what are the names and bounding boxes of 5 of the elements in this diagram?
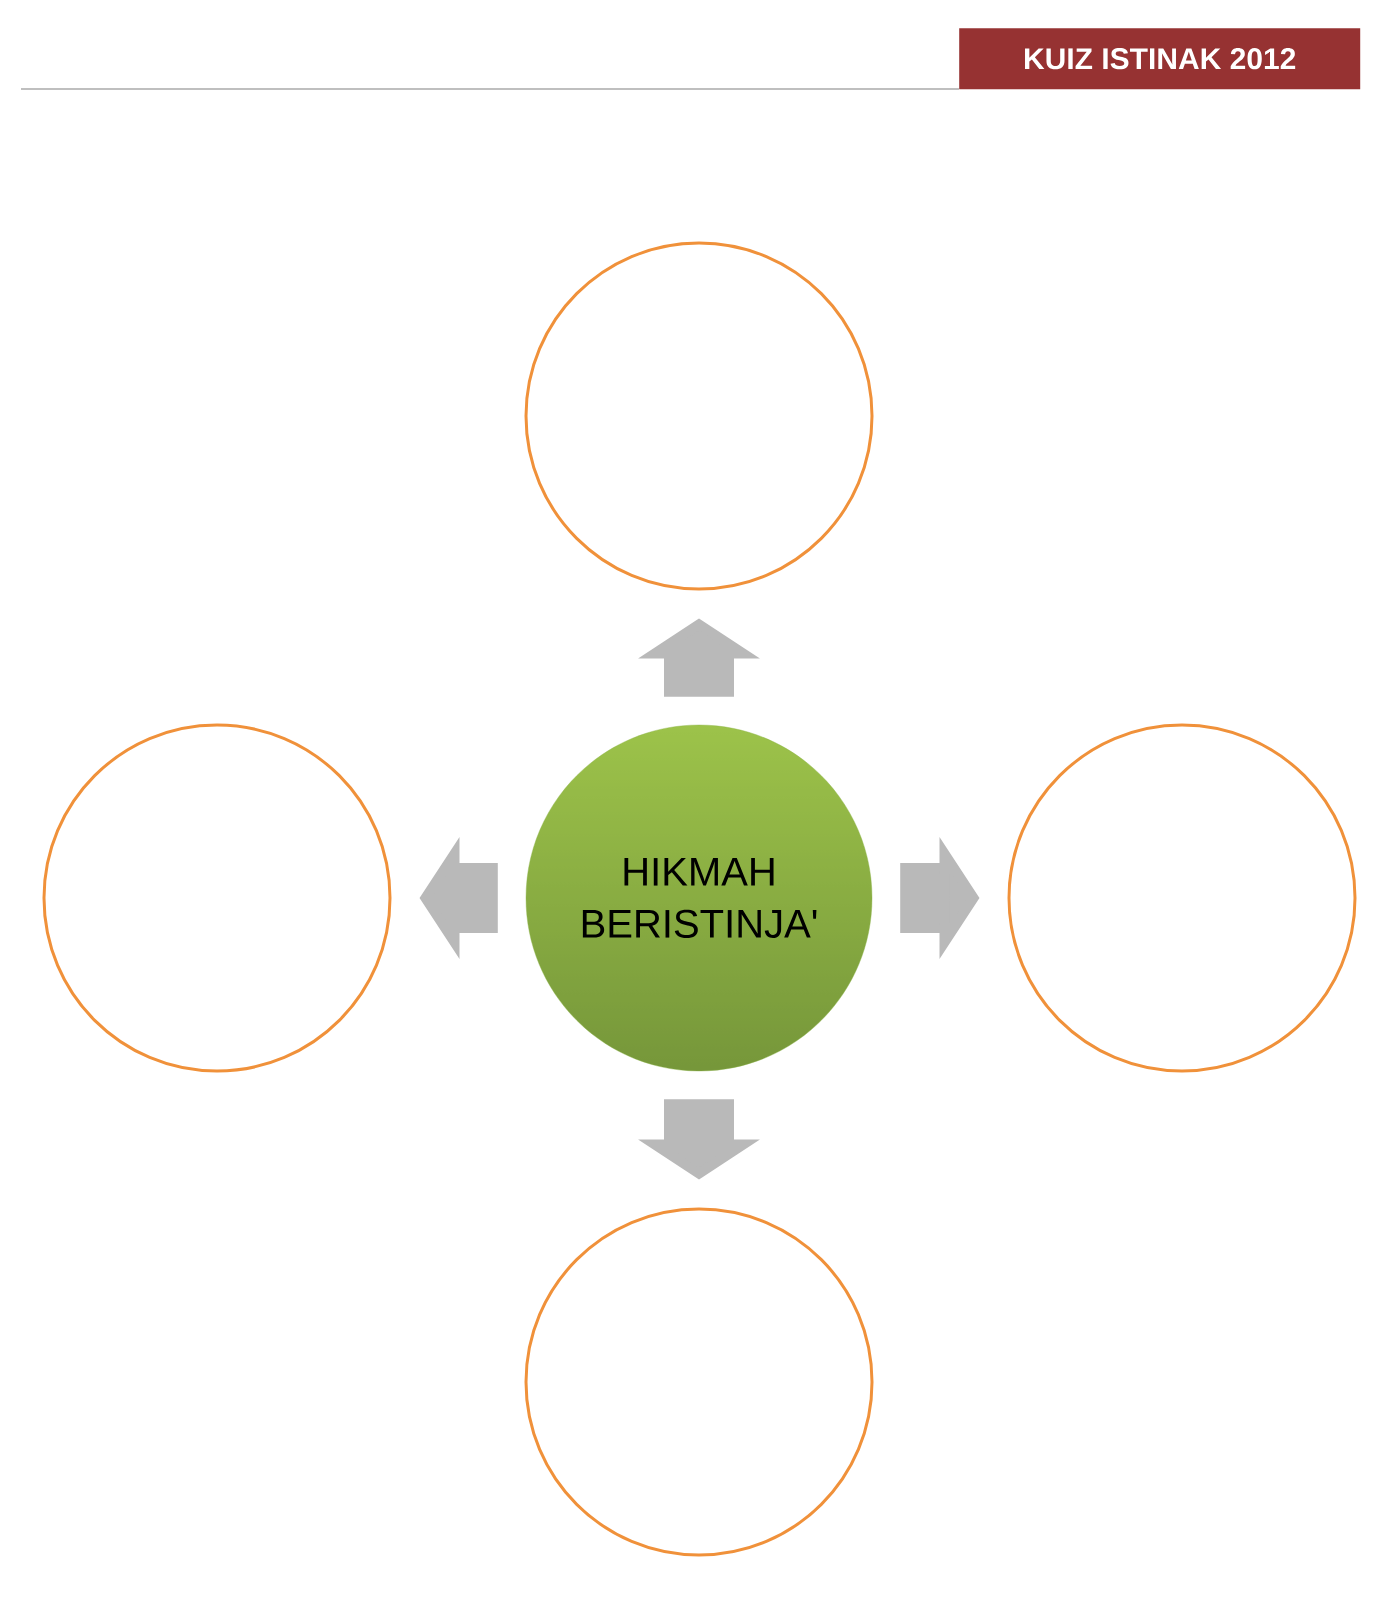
empty-circle bbox=[524, 1207, 874, 1557]
empty-circle bbox=[42, 723, 392, 1073]
empty-circle bbox=[1007, 723, 1357, 1073]
header-banner: KUIZ ISTINAK 2012 bbox=[959, 28, 1361, 90]
empty-circle bbox=[524, 241, 874, 591]
